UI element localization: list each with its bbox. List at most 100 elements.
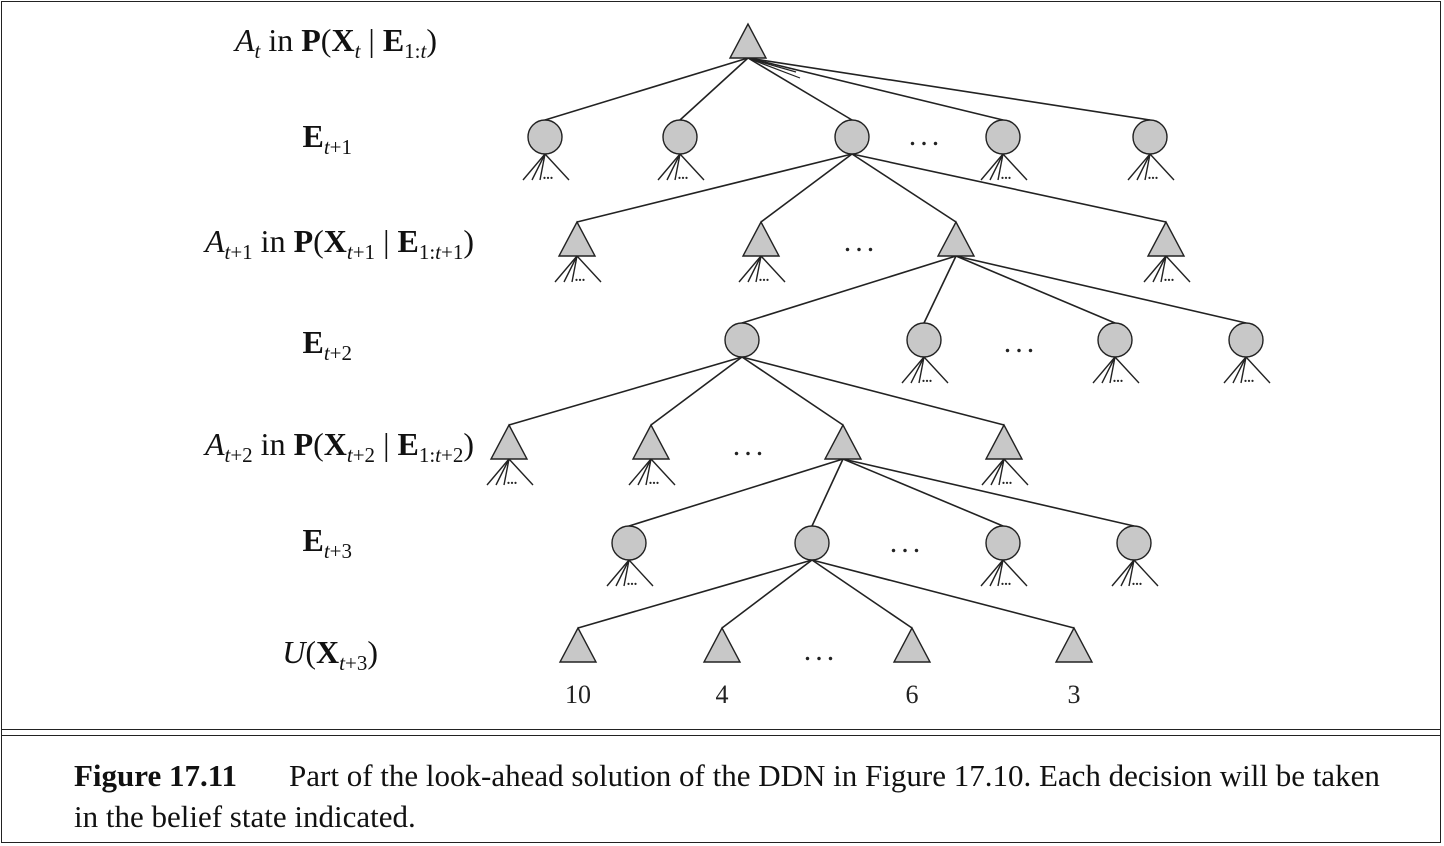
edge [811,458,844,527]
chance-node-circle [985,525,1021,561]
sibling-ellipsis: ... [844,225,879,258]
label-fragment: in [260,22,302,58]
label-fragment: 1: [404,39,421,63]
sibling-ellipsis: ... [804,634,839,667]
fan-edge [615,559,630,587]
label-fragment: X [323,223,347,259]
fan-ellipsis: ... [1001,168,1012,183]
chance-node-circle [1228,322,1264,358]
fan-edge [554,255,578,283]
edge [811,559,913,629]
label-fragment: t [354,39,361,63]
label-fragment: E [302,522,324,558]
fan-edge [628,559,654,587]
utility-value: 10 [565,680,591,709]
fan-ellipsis: ... [543,168,554,183]
decision-node-triangle [984,423,1024,460]
chance-node-circle [662,119,698,155]
fan-ellipsis: ... [575,270,586,285]
fan-ellipsis: ... [759,270,770,285]
label-fragment: ) [367,634,378,670]
label-fragment: E [382,22,405,58]
decision-node-triangle [557,220,597,257]
fan-edge [650,458,676,486]
chance-node-circle [1132,119,1168,155]
lookahead-tree-diagram: ........................................… [486,22,1271,709]
label-fragment: in [252,223,294,259]
fan-edge [1165,255,1191,283]
label-fragment: ) [426,22,437,58]
fan-edge [738,255,762,283]
fan-edge [1223,356,1247,384]
label-fragment: | [375,223,398,259]
decision-node-triangle [1054,626,1094,663]
edge [747,57,1151,121]
decision-node-triangle [1146,220,1186,257]
decision-node-triangle [702,626,742,663]
fan-edge [760,255,786,283]
fan-edge [1143,255,1167,283]
fan-edge [606,559,630,587]
fan-edge [1133,559,1159,587]
fan-edge [503,458,510,486]
label-fragment: A [204,223,225,259]
sibling-ellipsis: ... [890,526,925,559]
fan-edge [571,255,578,283]
row-label-U: U(Xt+3) [282,634,378,674]
label-fragment: t [339,651,345,675]
sibling-ellipsis: ... [1004,326,1039,359]
label-fragment: A [204,426,225,462]
label-fragment: +2 [230,443,253,467]
fan-ellipsis: ... [649,473,660,488]
fan-edge [486,458,510,486]
label-fragment: t [254,39,261,63]
edge [628,458,844,527]
fan-edge [918,356,925,384]
fan-edge [563,255,578,283]
edge-hint [749,58,801,79]
fan-edge [1002,153,1028,181]
fan-edge [1240,356,1247,384]
label-fragment: ( [313,223,324,259]
label-fragment: X [323,426,347,462]
fan-edge [910,356,925,384]
fan-edge [980,153,1004,181]
fan-edge [989,559,1004,587]
label-fragment: +1 [329,135,352,159]
decision-node-triangle [823,423,863,460]
edge [842,458,1135,527]
sibling-ellipsis: ... [733,429,768,462]
label-fragment: ) [463,223,474,259]
edge [576,153,853,223]
decision-node-triangle [741,220,781,257]
label-fragment: ( [313,426,324,462]
label-fragment: +1 [441,240,464,264]
label-fragment: t [224,240,231,264]
label-fragment: t [420,39,427,63]
fan-edge [901,356,925,384]
chance-node-circle [985,119,1021,155]
edge [544,57,749,121]
fan-edge [1111,559,1135,587]
fan-ellipsis: ... [507,473,518,488]
edge [842,458,1004,527]
utility-value: 6 [906,680,919,709]
edge [955,255,1247,324]
label-fragment: +2 [352,443,376,467]
edge [679,57,749,121]
edge [508,356,743,426]
fan-edge [1232,356,1247,384]
fan-edge [990,458,1005,486]
fan-ellipsis: ... [1002,473,1013,488]
edge [811,559,1075,629]
fan-edge [623,559,630,587]
fan-edge [1128,559,1135,587]
edge-hint [749,58,797,73]
edge [741,356,844,426]
fan-edge [1101,356,1116,384]
chance-node-circle [527,119,563,155]
label-fragment: | [360,22,383,58]
label-fragment: t [346,443,353,467]
edge [851,153,1167,223]
